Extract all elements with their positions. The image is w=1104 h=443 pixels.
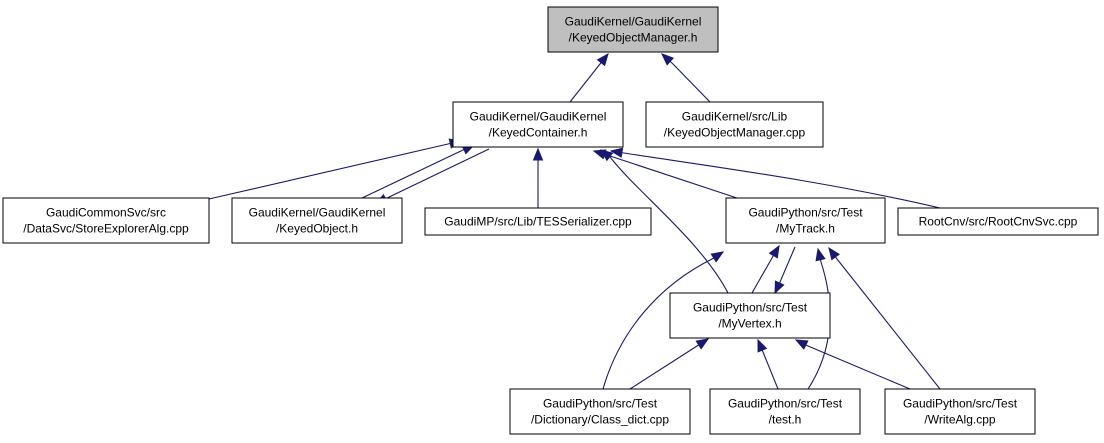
edge-line <box>828 247 941 390</box>
edge-writealg-cpp-to-mytrack-h <box>828 246 941 390</box>
node-storeexploreralg-cpp[interactable]: GaudiCommonSvc/src/DataSvc/StoreExplorer… <box>2 197 210 244</box>
arrowhead <box>609 147 624 158</box>
node-tesserializer-cpp[interactable]: GaudiMP/src/Lib/TESSerializer.cpp <box>424 207 652 236</box>
edge-line <box>208 140 462 200</box>
node-keyedcontainer-h[interactable]: GaudiKernel/GaudiKernel/KeyedContainer.h <box>452 101 624 148</box>
arrowhead <box>661 53 675 66</box>
edge-mytrack-h-to-keyedcontainer-h <box>592 149 741 200</box>
nodes-layer: GaudiKernel/GaudiKernel/KeyedObjectManag… <box>2 6 1099 435</box>
arrowhead <box>695 338 710 350</box>
node-label-line-1: GaudiKernel/GaudiKernel <box>470 110 607 124</box>
node-label-line-1: GaudiPython/src/Test <box>903 397 1018 411</box>
edge-keyedobject-h-to-keyedcontainer-h <box>359 144 476 200</box>
node-label-line-1: GaudiPython/src/Test <box>693 301 808 315</box>
edge-writealg-cpp-to-myvertex-h <box>794 339 911 390</box>
arrowhead <box>599 149 614 162</box>
node-test-h[interactable]: GaudiPython/src/Test/test.h <box>709 388 861 435</box>
node-label-line-2: /KeyedObjectManager.h <box>569 31 698 45</box>
node-myvertex-h[interactable]: GaudiPython/src/Test/MyVertex.h <box>669 292 831 339</box>
arrowhead <box>710 251 725 263</box>
edge-keyedcontainer-h-to-keyedobject-h <box>374 148 490 205</box>
node-box <box>547 6 719 53</box>
node-label-line-1: GaudiCommonSvc/src <box>46 206 166 220</box>
node-box <box>709 388 861 435</box>
edge-myvertex-h-to-keyedcontainer-h <box>599 149 729 294</box>
arrowhead <box>757 338 768 353</box>
arrowhead <box>774 280 785 295</box>
arrowhead <box>794 339 809 350</box>
edge-test-h-to-myvertex-h <box>757 338 779 390</box>
node-mytrack-h[interactable]: GaudiPython/src/Test/MyTrack.h <box>725 197 886 244</box>
node-label-line-2: /KeyedContainer.h <box>489 126 588 140</box>
node-label-line-2: /MyTrack.h <box>776 222 835 236</box>
node-box <box>645 101 824 148</box>
edge-keyedcontainer-h-to-keyedobjectmanager-h <box>569 52 609 103</box>
node-box <box>2 197 210 244</box>
node-box <box>424 207 652 236</box>
edge-line <box>359 144 475 200</box>
edge-line <box>602 251 724 390</box>
node-label-line-1: RootCnv/src/RootCnvSvc.cpp <box>919 215 1078 229</box>
edge-myvertex-h-to-mytrack-h <box>751 244 780 294</box>
node-box <box>509 388 691 435</box>
edge-rootcnvsvc-cpp-to-keyedcontainer-h <box>609 147 941 209</box>
edge-line <box>600 149 729 294</box>
node-keyedobjectmanager-cpp[interactable]: GaudiKernel/src/Lib/KeyedObjectManager.c… <box>645 101 824 148</box>
edge-mytrack-h-to-myvertex-h <box>774 246 796 295</box>
node-label-line-1: GaudiKernel/src/Lib <box>682 110 788 124</box>
node-box <box>884 388 1036 435</box>
node-label-line-1: GaudiPython/src/Test <box>728 397 843 411</box>
node-keyedobjectmanager-h[interactable]: GaudiKernel/GaudiKernel/KeyedObjectManag… <box>547 6 719 53</box>
node-rootcnvsvc-cpp[interactable]: RootCnv/src/RootCnvSvc.cpp <box>897 207 1099 236</box>
edge-line <box>610 150 941 209</box>
node-box <box>231 197 403 244</box>
node-label-line-1: GaudiPython/src/Test <box>543 397 658 411</box>
node-box <box>452 101 624 148</box>
edge-line <box>375 148 490 205</box>
node-label-line-1: GaudiPython/src/Test <box>748 206 863 220</box>
arrowhead <box>828 246 841 261</box>
edge-keyedobjectmanager-cpp-to-keyedobjectmanager-h <box>661 53 711 103</box>
node-box <box>669 292 831 339</box>
node-keyedobject-h[interactable]: GaudiKernel/GaudiKernel/KeyedObject.h <box>231 197 403 244</box>
node-box <box>725 197 886 244</box>
edge-class-dict-cpp-to-mytrack-h <box>602 251 725 390</box>
arrowhead <box>815 247 826 262</box>
node-label-line-1: GaudiMP/src/Lib/TESSerializer.cpp <box>444 215 632 229</box>
edge-line <box>629 338 709 390</box>
node-label-line-1: GaudiKernel/GaudiKernel <box>565 15 702 29</box>
node-label-line-2: /WriteAlg.cpp <box>924 413 995 427</box>
node-label-line-2: /KeyedObjectManager.cpp <box>664 126 806 140</box>
arrowhead <box>532 147 544 161</box>
node-class-dict-cpp[interactable]: GaudiPython/src/Test/Dictionary/Class_di… <box>509 388 691 435</box>
node-label-line-2: /test.h <box>769 413 802 427</box>
arrowhead <box>596 52 609 67</box>
node-writealg-cpp[interactable]: GaudiPython/src/Test/WriteAlg.cpp <box>884 388 1036 435</box>
node-label-line-2: /Dictionary/Class_dict.cpp <box>531 413 669 427</box>
node-label-line-2: /DataSvc/StoreExplorerAlg.cpp <box>23 222 189 236</box>
edge-line <box>593 150 741 200</box>
node-box <box>897 207 1099 236</box>
edge-class-dict-cpp-to-myvertex-h <box>629 338 710 390</box>
node-label-line-1: GaudiKernel/GaudiKernel <box>249 206 386 220</box>
node-label-line-2: /KeyedObject.h <box>276 222 358 236</box>
node-label-line-2: /MyVertex.h <box>718 317 781 331</box>
arrowhead <box>768 244 780 259</box>
edge-tesserializer-cpp-to-keyedcontainer-h <box>532 147 544 208</box>
